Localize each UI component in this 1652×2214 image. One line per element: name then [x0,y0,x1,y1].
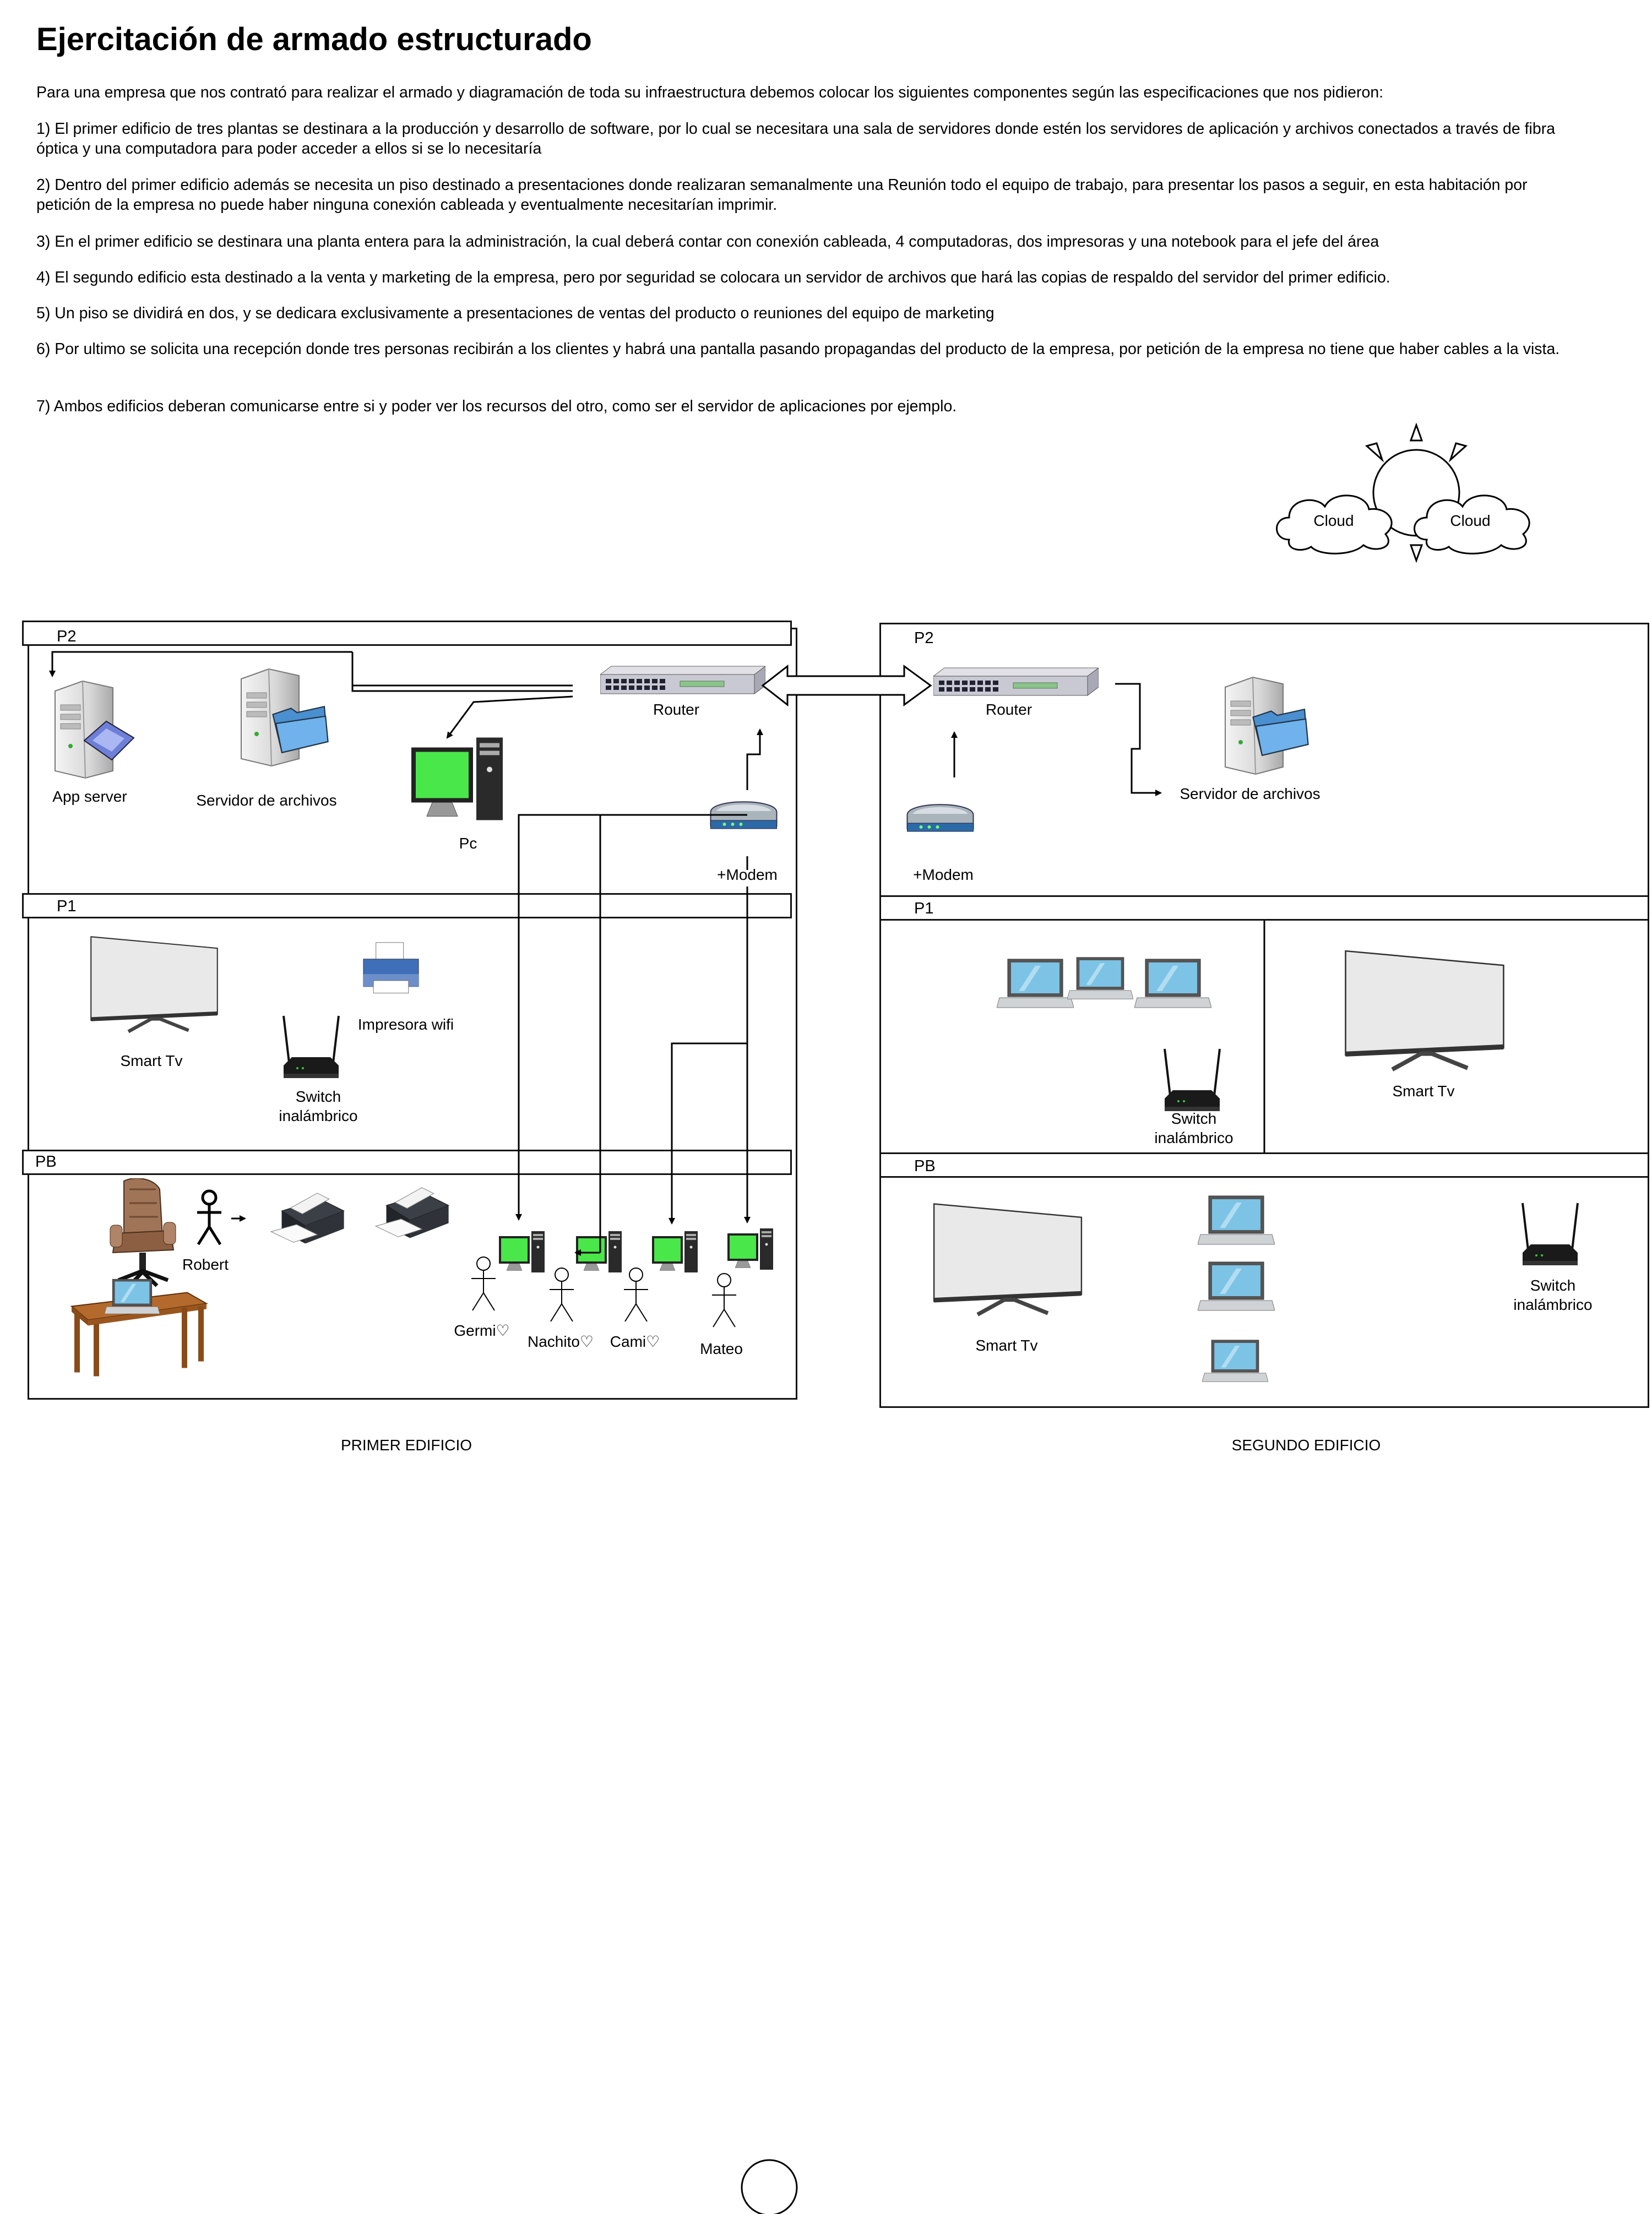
smart-tv-icon-b2-pb[interactable] [931,1200,1085,1321]
building-1-caption: PRIMER EDIFICIO [340,1437,472,1454]
boss-person-icon [197,1189,222,1245]
printer-icon-1[interactable] [270,1184,347,1250]
workstation-pc-icon-4[interactable] [727,1228,774,1272]
router-icon[interactable] [600,663,765,697]
building-2-floor-pb-label: PB [914,1157,936,1175]
user-label-cami: Cami♡ [610,1333,660,1350]
workstation-pc-icon-3[interactable] [651,1231,698,1275]
requirement-7: 7) Ambos edificios deberan comunicarse e… [36,398,957,415]
file-server-label: Servidor de archivos [196,792,337,809]
person-icon-mateo [708,1272,741,1332]
boss-label: Robert [182,1256,229,1273]
building-1-floor-pb-bar [22,1150,792,1175]
modem-label-b2: +Modem [913,866,974,883]
router-label-b2: Router [985,701,1032,718]
user-label-mateo: Mateo [700,1340,743,1357]
workstation-pc-icon-1[interactable] [498,1231,545,1275]
office-chair-icon [107,1178,179,1288]
page-title: Ejercitación de armado estructurado [36,21,592,57]
user-label-germi: Germi♡ [454,1322,510,1339]
wireless-switch-icon[interactable] [281,1013,341,1085]
app-server-label: App server [52,788,127,805]
modem-label: +Modem [717,866,778,883]
cloud-icon-right [1414,494,1530,554]
cloud-icon-left [1276,494,1393,554]
person-icon-nachito [545,1266,578,1327]
cloud-label-left: Cloud [1313,512,1354,529]
laptop-icon-pb-1[interactable] [1198,1195,1275,1250]
pc-label: Pc [459,835,477,852]
user-label-nachito: Nachito♡ [527,1333,594,1350]
person-icon-cami [620,1266,653,1327]
laptop-icon-p1-2[interactable] [1067,955,1133,1005]
laptop-icon-p1-1[interactable] [997,958,1074,1013]
smart-tv-icon[interactable] [88,933,220,1038]
requirement-6: 6) Por ultimo se solicita una recepción … [36,340,1560,358]
wireless-switch-label-line2: inalámbrico [279,1107,358,1124]
file-server-label-b2: Servidor de archivos [1180,785,1320,802]
wireless-switch-b2-pb-line1: Switch [1530,1277,1576,1294]
building-2-caption: SEGUNDO EDIFICIO [1231,1437,1381,1454]
folder-icon [270,705,330,754]
building-2-floor-p1-bar [879,895,1649,921]
building-2-floor-pb-bar [879,1152,1649,1178]
laptop-icon-pb-2[interactable] [1198,1261,1275,1316]
building-1-floor-pb-label: PB [35,1153,57,1171]
building-1-floor-p2-label: P2 [57,628,77,645]
smart-tv-label-b2-pb: Smart Tv [975,1337,1038,1354]
wireless-switch-b2-p1-line1: Switch [1171,1110,1217,1127]
app-badge-icon [81,719,137,763]
person-icon-germi [467,1255,500,1316]
modem-icon[interactable] [707,790,781,834]
modem-icon-b2[interactable] [903,793,977,837]
building-1-floor-p1-bar [22,893,792,918]
wireless-switch-icon-b2-p1[interactable] [1162,1046,1222,1118]
wireless-switch-b2-p1-line2: inalámbrico [1154,1129,1233,1146]
smart-tv-label-b2-p1: Smart Tv [1392,1082,1455,1100]
requirement-4: 4) El segundo edificio esta destinado a … [36,269,1390,286]
workstation-pc-icon-2[interactable] [575,1231,622,1275]
wireless-switch-label-line1: Switch [295,1088,341,1105]
smart-tv-label: Smart Tv [120,1052,183,1069]
requirement-2: 2) Dentro del primer edificio además se … [36,176,1528,214]
building-2 [879,623,1649,1408]
smart-tv-icon-b2-p1[interactable] [1342,946,1507,1078]
building-1-floor-p1-label: P1 [57,897,77,915]
requirement-1: 1) El primer edificio de tres plantas se… [36,120,1556,157]
intro-paragraph: Para una empresa que nos contrató para r… [36,84,1384,101]
cloud-label-right: Cloud [1450,512,1491,529]
requirement-3: 3) En el primer edificio se destinara un… [36,233,1379,251]
printer-icon-2[interactable] [374,1178,452,1244]
router-label: Router [653,701,700,718]
boss-notebook-icon[interactable] [105,1277,160,1319]
wireless-switch-icon-b2-pb[interactable] [1520,1200,1580,1272]
page-marker-circle [741,2159,798,2214]
pc-icon[interactable] [410,735,504,826]
building-1-floor-p2-bar [22,621,792,646]
folder-icon-b2 [1250,708,1311,757]
router-icon-b2[interactable] [933,665,1099,698]
printer-wifi-icon[interactable] [361,942,421,997]
wireless-switch-b2-pb-line2: inalámbrico [1513,1296,1593,1313]
laptop-icon-pb-3[interactable] [1202,1338,1268,1388]
building-2-floor-p1-label: P1 [914,900,934,917]
building-2-floor-p2-label: P2 [914,629,934,647]
requirement-5: 5) Un piso se dividirá en dos, y se dedi… [36,304,995,322]
printer-wifi-label: Impresora wifi [357,1016,454,1033]
laptop-icon-p1-3[interactable] [1134,958,1211,1013]
